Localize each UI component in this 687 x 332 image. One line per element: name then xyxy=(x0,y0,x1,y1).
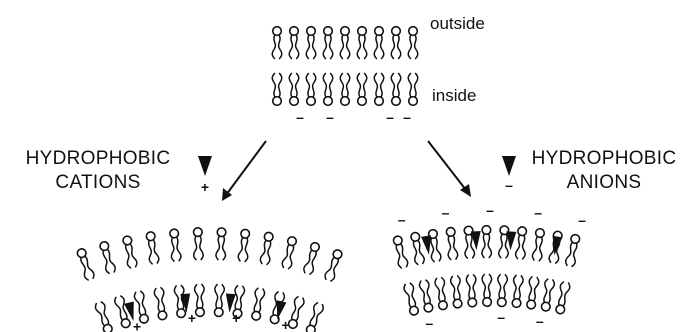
lipid-molecule xyxy=(392,235,409,269)
lipid-molecule xyxy=(464,226,475,259)
lipid-molecule xyxy=(526,276,539,309)
lipid-molecule xyxy=(281,236,297,270)
lipid-molecule xyxy=(251,287,265,320)
lipid-molecule xyxy=(511,275,523,308)
lipid-molecule xyxy=(99,241,117,275)
outside-label: outside xyxy=(430,14,485,33)
inside-label: inside xyxy=(432,86,476,105)
lipid-molecule xyxy=(324,249,344,283)
anion-charge-mark: – xyxy=(497,309,505,325)
anion-charge-mark: – xyxy=(442,204,450,220)
cation-charge-mark: + xyxy=(188,310,196,326)
membrane-charge: – xyxy=(326,109,334,125)
lipid-molecule xyxy=(482,274,492,306)
lipid-molecule xyxy=(565,234,581,268)
anion-legend: – xyxy=(502,156,516,193)
cation-charge-mark: + xyxy=(281,317,289,332)
lipid-molecule xyxy=(497,274,508,307)
left-arrow xyxy=(222,141,266,201)
cation-charge-mark: + xyxy=(232,310,240,326)
lipid-molecule xyxy=(303,242,321,276)
lipid-molecule xyxy=(216,228,227,261)
lipid-molecule xyxy=(214,284,225,317)
lipid-molecule xyxy=(419,279,434,312)
lipid-molecule xyxy=(76,248,96,282)
anion-charge-mark: – xyxy=(536,313,544,329)
lipid-molecule xyxy=(357,73,367,105)
lipid-molecule xyxy=(446,227,459,260)
lipid-molecule xyxy=(122,235,138,269)
membrane-charge: – xyxy=(386,109,394,125)
cations-label-line2: CATIONS xyxy=(55,172,140,193)
cations-label-line1: HYDROPHOBIC xyxy=(26,148,171,169)
anion-charge-mark: – xyxy=(425,315,433,331)
lipid-molecule xyxy=(306,27,316,59)
anion-charge-mark: – xyxy=(578,212,586,228)
lipid-molecule xyxy=(154,287,168,320)
lipid-molecule xyxy=(515,227,527,260)
lipid-molecule xyxy=(272,73,282,105)
lipid-molecule xyxy=(391,73,401,105)
anion-charge-mark: – xyxy=(398,211,406,227)
anions-label-line2: ANIONS xyxy=(567,172,642,193)
cation-charge: + xyxy=(201,179,209,195)
lipid-molecule xyxy=(169,229,181,262)
lipid-molecule xyxy=(540,278,555,311)
flat-bilayer: –––– xyxy=(272,27,418,125)
lipid-molecule xyxy=(94,301,114,332)
curved-bilayer-anions: – – – – – – – – xyxy=(392,202,586,331)
lipid-molecule xyxy=(194,284,204,317)
lipid-molecule xyxy=(434,277,448,310)
lipid-molecule xyxy=(323,73,333,105)
lipid-molecule xyxy=(555,281,571,315)
lipid-molecule xyxy=(499,226,510,259)
curved-bilayer-cations: + + + + xyxy=(76,228,344,332)
anions-label-line1: HYDROPHOBIC xyxy=(532,148,677,169)
lipid-molecule xyxy=(306,73,316,105)
lipid-molecule xyxy=(287,296,305,330)
lipid-molecule xyxy=(238,229,251,262)
lipid-molecule xyxy=(374,73,384,105)
cation-legend: + xyxy=(198,156,212,195)
wedge-icon xyxy=(198,156,212,176)
lipid-molecule xyxy=(408,73,418,105)
lipid-molecule xyxy=(323,27,333,59)
anion-charge: – xyxy=(505,177,513,193)
lipid-molecule xyxy=(260,232,274,265)
lipid-molecule xyxy=(340,27,350,59)
lipid-molecule xyxy=(403,282,420,316)
lipid-molecule xyxy=(450,275,463,308)
anion-charge-mark: – xyxy=(534,205,542,221)
lipid-molecule xyxy=(272,27,282,59)
lipid-molecule xyxy=(482,226,492,258)
lipid-molecule xyxy=(466,274,477,307)
lipid-molecule xyxy=(289,27,299,59)
wedge-icon xyxy=(502,156,516,176)
lipid-molecule xyxy=(391,27,401,59)
lipid-molecule xyxy=(305,302,325,332)
cation-charge-mark: + xyxy=(133,318,141,332)
membrane-charge: – xyxy=(296,109,304,125)
lipid-molecule xyxy=(289,73,299,105)
lipid-molecule xyxy=(374,27,384,59)
lipid-molecule xyxy=(193,228,203,261)
lipid-molecule xyxy=(145,231,159,264)
lipid-molecule xyxy=(532,228,545,261)
membrane-charge: – xyxy=(403,109,411,125)
lipid-molecule xyxy=(340,73,350,105)
lipid-molecule xyxy=(357,27,367,59)
anion-charge-mark: – xyxy=(486,202,494,218)
lipid-molecule xyxy=(408,27,418,59)
right-arrow xyxy=(428,141,471,197)
